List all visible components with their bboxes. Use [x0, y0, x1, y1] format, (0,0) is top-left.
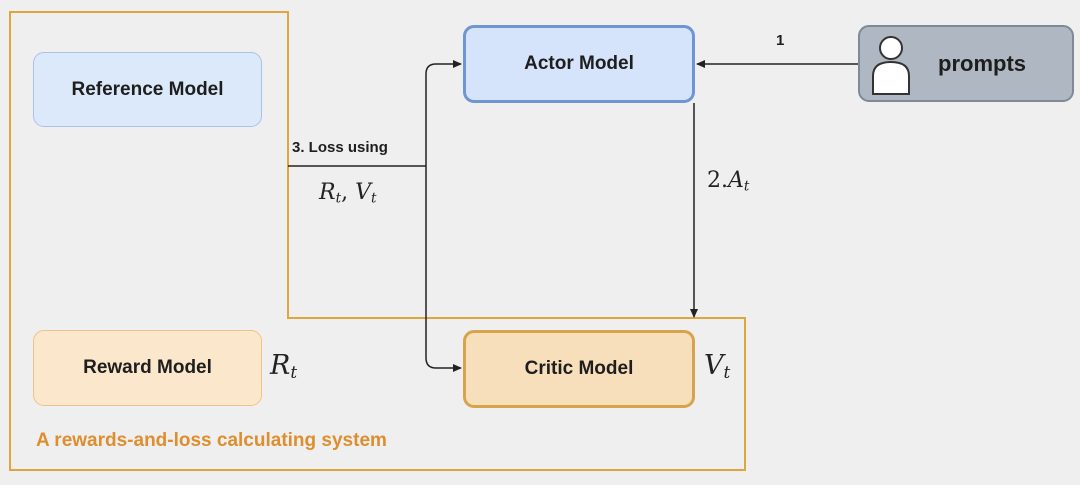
advantage-subscript: t — [743, 178, 750, 195]
edge-label-advantage: 2.At — [707, 168, 749, 194]
loss-separator: , — [341, 180, 356, 205]
edge-label-step-1: 1 — [776, 32, 785, 49]
edge-loss-to-critic — [425, 166, 462, 372]
loss-math: Rt, Vt — [319, 180, 376, 206]
critic-value-symbol: V — [704, 350, 724, 381]
reward-model-box: Reward Model — [33, 330, 262, 406]
system-boundary — [9, 11, 746, 471]
advantage-prefix: 2. — [707, 168, 728, 193]
reward-value-subscript: t — [290, 362, 298, 383]
loss-label: 3. Loss using — [292, 139, 388, 156]
actor-model-label: Actor Model — [524, 53, 634, 74]
reward-value-symbol: R — [270, 350, 291, 381]
critic-value-subscript: t — [723, 362, 731, 383]
actor-model-box: Actor Model — [463, 25, 695, 103]
reward-model-label: Reward Model — [83, 357, 212, 378]
critic-model-box: Critic Model — [463, 330, 695, 408]
critic-value-annotation: Vt — [704, 350, 730, 382]
reward-value-annotation: Rt — [270, 350, 297, 382]
reference-model-label: Reference Model — [71, 78, 224, 100]
system-caption: A rewards-and-loss calculating system — [36, 430, 387, 451]
loss-r-symbol: R — [319, 180, 336, 205]
reference-model-box: Reference Model — [33, 52, 262, 127]
edge-loss-to-actor — [425, 60, 462, 166]
user-icon — [872, 35, 910, 95]
loss-r-subscript: t — [335, 190, 342, 207]
loss-v-symbol: V — [355, 180, 371, 205]
prompts-label: prompts — [938, 50, 1026, 76]
prompts-box: prompts — [858, 25, 1074, 102]
loss-v-subscript: t — [370, 190, 377, 207]
advantage-symbol: A — [728, 168, 744, 193]
critic-model-label: Critic Model — [524, 358, 634, 379]
